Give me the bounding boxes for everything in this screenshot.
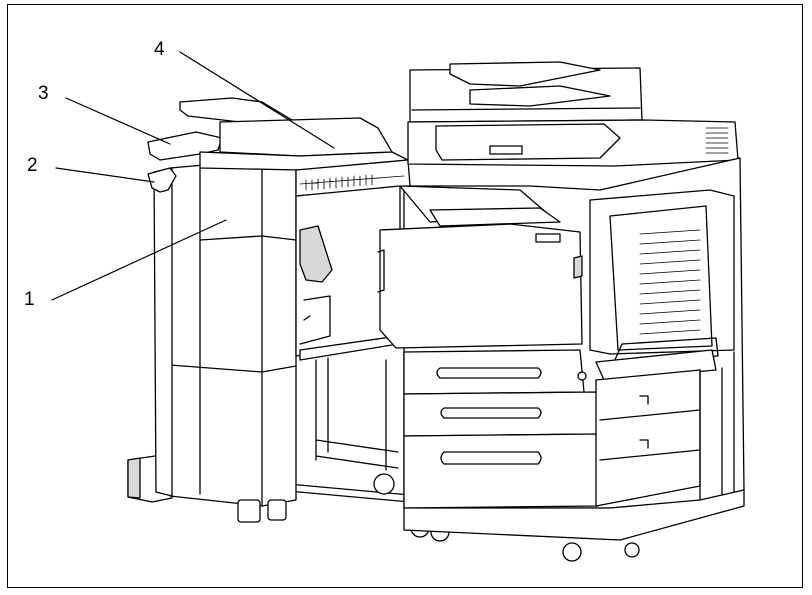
callout-number-2: 2 <box>27 155 38 176</box>
control-panel <box>435 123 621 161</box>
copier-unit <box>377 61 745 562</box>
tray-3-handle <box>440 451 542 465</box>
tray-3 <box>403 433 599 509</box>
finisher-unit <box>127 97 411 523</box>
callout-number-1: 1 <box>24 289 35 310</box>
tray-1-handle <box>436 367 542 379</box>
finisher-top-hood <box>219 117 393 157</box>
cabinet-latch <box>639 395 649 449</box>
adf-output-tray <box>469 85 611 107</box>
finisher-cavity-lever <box>299 295 331 345</box>
tray-2 <box>403 391 599 437</box>
finisher-main-body <box>169 159 297 507</box>
side-door-louvers <box>639 229 701 335</box>
front-door-latch <box>573 255 583 279</box>
front-door-hinge <box>377 249 385 293</box>
finisher-caster-right <box>267 499 287 521</box>
finisher-foot-shade <box>127 457 141 499</box>
finisher-tray-2 <box>147 167 177 193</box>
scanner-vent <box>705 127 729 154</box>
lower-cabinet <box>595 369 701 507</box>
adf-cover-stripe <box>411 107 641 111</box>
exit-tray-paper <box>429 207 561 227</box>
leader-line-3 <box>65 97 171 145</box>
tray-1 <box>403 349 585 395</box>
copier-base-plinth <box>403 489 745 541</box>
callout-number-3: 3 <box>38 83 49 104</box>
side-door-open <box>609 205 713 351</box>
callout-number-4: 4 <box>154 39 165 60</box>
copier-caster-3 <box>562 542 582 562</box>
side-door-handle-bar <box>613 337 719 363</box>
adf-top-tray <box>449 61 601 87</box>
tray-knob <box>577 371 587 381</box>
copier-front-door <box>379 223 583 349</box>
finisher-panel-line-2 <box>169 364 297 373</box>
finisher-cavity-mech <box>299 225 333 283</box>
tray-2-handle <box>440 407 542 419</box>
finisher-panel-line <box>199 235 297 241</box>
leader-line-2 <box>55 167 155 183</box>
frame-pillar <box>699 351 735 501</box>
finisher-legs <box>315 357 399 471</box>
callout-leaders <box>51 51 335 301</box>
frame-wheel <box>373 473 395 495</box>
bridge-ribs <box>299 174 405 191</box>
copier-caster-4 <box>624 542 640 558</box>
finisher-side-slab <box>153 167 173 497</box>
lower-cabinet-seam <box>599 409 701 461</box>
control-panel-slot <box>489 145 523 155</box>
leader-line-4 <box>179 51 335 149</box>
leader-line-1 <box>51 219 227 301</box>
front-door-badge <box>535 233 561 243</box>
finisher-caster-left <box>237 499 261 523</box>
